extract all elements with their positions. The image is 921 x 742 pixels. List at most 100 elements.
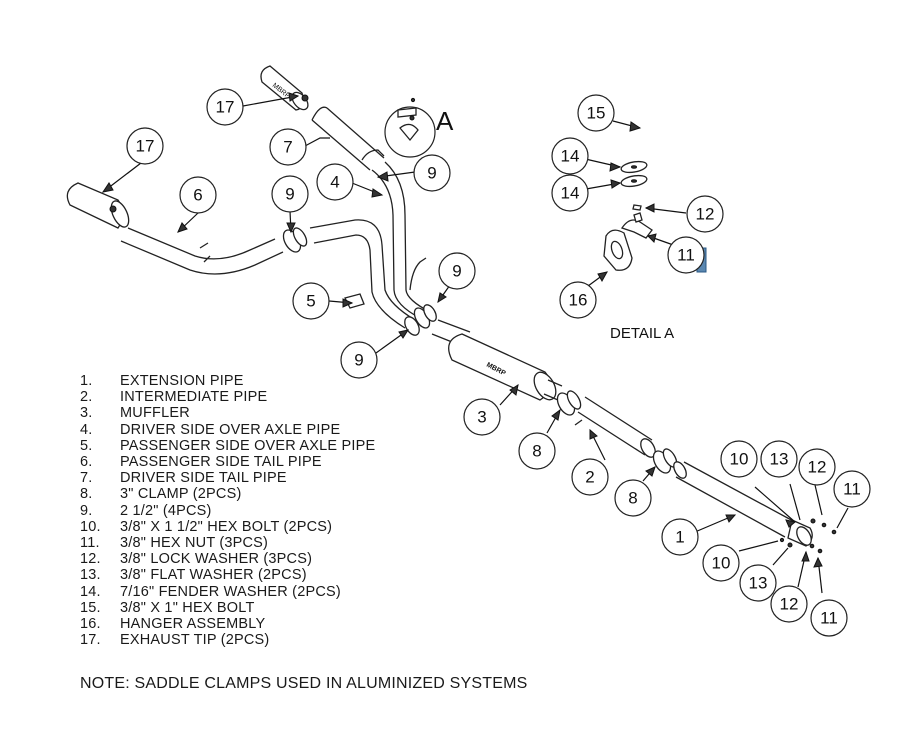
legend-item: 11. 3/8" HEX NUT (3PCS) bbox=[80, 535, 375, 551]
detail-a-marker: A bbox=[384, 97, 454, 158]
callout-7: 7 bbox=[269, 128, 307, 166]
legend-item-number: 6. bbox=[80, 454, 93, 471]
legend-item-number: 7. bbox=[80, 470, 93, 487]
callout-10-lower: 10 bbox=[702, 544, 740, 582]
svg-text:7: 7 bbox=[283, 138, 292, 157]
legend-item-text: 7/16" FENDER WASHER (2PCS) bbox=[120, 583, 341, 600]
legend-item-text: 3" CLAMP (2PCS) bbox=[120, 486, 242, 503]
intermediate-pipe bbox=[574, 396, 656, 458]
legend-item: 7. DRIVER SIDE TAIL PIPE bbox=[80, 470, 375, 486]
svg-text:10: 10 bbox=[730, 450, 749, 469]
callout-14-lower: 14 bbox=[551, 174, 589, 212]
exhaust-tip-driver: MBRP bbox=[260, 65, 309, 111]
callout-5: 5 bbox=[292, 282, 330, 320]
legend-item: 12.3/8" LOCK WASHER (3PCS) bbox=[80, 551, 375, 567]
svg-text:11: 11 bbox=[820, 609, 838, 628]
legend-item-number: 16. bbox=[80, 616, 101, 633]
svg-text:2: 2 bbox=[585, 468, 594, 487]
svg-text:4: 4 bbox=[330, 173, 339, 192]
legend-item-text: EXHAUST TIP (2PCS) bbox=[120, 632, 270, 649]
legend-item-text: DRIVER SIDE TAIL PIPE bbox=[120, 470, 287, 487]
callout-13-lower: 13 bbox=[739, 564, 777, 602]
callout-13-upper: 13 bbox=[760, 440, 798, 478]
detail-a-hanger-assembly bbox=[603, 212, 653, 271]
legend-item-text: PASSENGER SIDE OVER AXLE PIPE bbox=[120, 437, 376, 454]
legend-item: 14. 7/16" FENDER WASHER (2PCS) bbox=[80, 584, 375, 600]
legend-item: 15. 3/8" X 1" HEX BOLT bbox=[80, 600, 375, 616]
callout-16: 16 bbox=[559, 281, 597, 319]
legend-item-text: 3/8" LOCK WASHER (3PCS) bbox=[120, 551, 313, 568]
svg-text:13: 13 bbox=[770, 450, 789, 469]
svg-text:11: 11 bbox=[677, 246, 695, 265]
legend-item-text: 3/8" X 1" HEX BOLT bbox=[120, 599, 255, 616]
svg-text:5: 5 bbox=[306, 292, 315, 311]
arrowheads bbox=[101, 92, 823, 568]
legend-item: 6.PASSENGER SIDE TAIL PIPE bbox=[80, 454, 375, 470]
legend-item: 10.3/8" X 1 1/2" HEX BOLT (2PCS) bbox=[80, 519, 375, 535]
legend-item: 17. EXHAUST TIP (2PCS) bbox=[80, 632, 375, 648]
legend-item: 2. INTERMEDIATE PIPE bbox=[80, 389, 375, 405]
callout-10-upper: 10 bbox=[720, 440, 758, 478]
callout-11-detail: 11 bbox=[667, 236, 705, 274]
svg-text:9: 9 bbox=[452, 262, 461, 281]
footnote: NOTE: SADDLE CLAMPS USED IN ALUMINIZED S… bbox=[80, 675, 528, 692]
callout-8-intermediate: 8 bbox=[614, 479, 652, 517]
svg-text:17: 17 bbox=[216, 98, 235, 117]
legend-item-text: INTERMEDIATE PIPE bbox=[120, 389, 268, 406]
legend-item-number: 13. bbox=[80, 567, 101, 584]
svg-text:12: 12 bbox=[808, 458, 827, 477]
extension-pipe bbox=[673, 461, 813, 547]
callout-4: 4 bbox=[316, 163, 354, 201]
legend-item-text: 2 1/2" (4PCS) bbox=[120, 502, 212, 519]
callout-11-lower: 11 bbox=[810, 599, 848, 637]
legend-item-number: 3. bbox=[80, 405, 93, 422]
callout-9-upper: 9 bbox=[413, 154, 451, 192]
legend-item: 16. HANGER ASSEMBLY bbox=[80, 616, 375, 632]
detail-a-fender-washers bbox=[620, 160, 648, 211]
callout-9-lower: 9 bbox=[340, 341, 378, 379]
svg-text:17: 17 bbox=[136, 137, 155, 156]
callout-14-upper: 14 bbox=[551, 137, 589, 175]
svg-text:10: 10 bbox=[712, 554, 731, 573]
callout-17-driver-tip: 17 bbox=[206, 88, 244, 126]
legend-item-number: 11. bbox=[80, 535, 100, 552]
callout-9-passenger-tail: 9 bbox=[271, 175, 309, 213]
callout-1: 1 bbox=[661, 518, 699, 556]
callout-12-detail: 12 bbox=[686, 195, 724, 233]
legend-item-text: DRIVER SIDE OVER AXLE PIPE bbox=[120, 421, 341, 438]
legend-item-number: 15. bbox=[80, 599, 101, 616]
legend-item-number: 2. bbox=[80, 389, 93, 406]
svg-text:14: 14 bbox=[561, 184, 580, 203]
callout-9-middle: 9 bbox=[438, 252, 476, 290]
callout-12-upper: 12 bbox=[798, 448, 836, 486]
legend-item: 9. 2 1/2" (4PCS) bbox=[80, 503, 375, 519]
flange-hardware bbox=[779, 518, 837, 554]
legend-item-number: 10. bbox=[80, 518, 101, 535]
svg-text:12: 12 bbox=[780, 595, 799, 614]
legend-item: 13. 3/8" FLAT WASHER (2PCS) bbox=[80, 567, 375, 583]
legend-item: 1.EXTENSION PIPE bbox=[80, 373, 375, 389]
detail-a-title: DETAIL A bbox=[610, 325, 674, 342]
legend-item: 3. MUFFLER bbox=[80, 405, 375, 421]
clamp-8-muffler bbox=[556, 390, 582, 416]
legend-item-number: 14. bbox=[80, 583, 101, 600]
legend-item-text: EXTENSION PIPE bbox=[120, 373, 244, 389]
svg-text:16: 16 bbox=[569, 291, 588, 310]
svg-text:15: 15 bbox=[587, 104, 606, 123]
callout-3: 3 bbox=[463, 398, 501, 436]
callout-17-passenger-tip: 17 bbox=[126, 127, 164, 165]
clamp-9-y-pipe bbox=[404, 304, 437, 336]
legend-item-text: MUFFLER bbox=[120, 405, 190, 422]
legend-item-text: HANGER ASSEMBLY bbox=[120, 616, 266, 633]
legend-item-text: 3/8" HEX NUT (3PCS) bbox=[120, 535, 269, 552]
detail-a-letter: A bbox=[436, 106, 454, 136]
passenger-side-tail-pipe bbox=[120, 227, 284, 275]
legend-item-text: 3/8" FLAT WASHER (2PCS) bbox=[120, 567, 307, 584]
legend-item: 5.PASSENGER SIDE OVER AXLE PIPE bbox=[80, 438, 375, 454]
legend-item-number: 17. bbox=[80, 632, 101, 649]
legend-item-number: 9. bbox=[80, 502, 93, 519]
svg-text:12: 12 bbox=[696, 205, 715, 224]
muffler: MBRP bbox=[431, 319, 563, 401]
